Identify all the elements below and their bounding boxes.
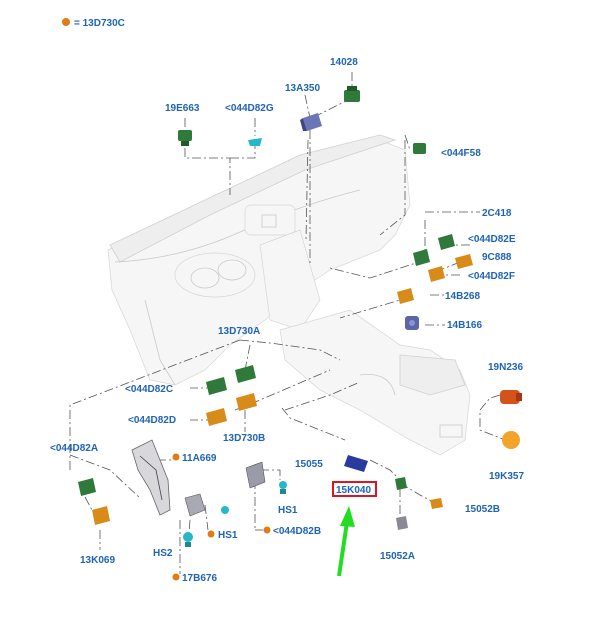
- label-15K040[interactable]: 15K040: [336, 485, 371, 496]
- label-15052A[interactable]: 15052A: [380, 551, 415, 562]
- connector-044D82B-part[interactable]: [245, 461, 266, 489]
- label-13D730B[interactable]: 13D730B: [223, 433, 265, 444]
- connector-14028[interactable]: [344, 86, 360, 102]
- label-044F58[interactable]: <044F58: [441, 148, 481, 159]
- label-13D730A[interactable]: 13D730A: [218, 326, 260, 337]
- legend-text: = 13D730C: [74, 18, 125, 29]
- label-15055[interactable]: 15055: [295, 459, 323, 470]
- arrow-head-icon: [340, 506, 355, 527]
- connector-2C418[interactable]: [413, 249, 430, 266]
- connector-15052A[interactable]: [396, 516, 408, 530]
- label-19K357[interactable]: 19K357: [489, 471, 524, 482]
- dashboard-illustration: [107, 134, 471, 456]
- bracket-11A669[interactable]: [131, 439, 171, 516]
- label-14028[interactable]: 14028: [330, 57, 358, 68]
- connector-HS1-right[interactable]: [279, 481, 287, 494]
- connector-9C888[interactable]: [455, 254, 473, 269]
- highlight-box-15K040: [332, 481, 377, 497]
- label-2C418[interactable]: 2C418: [482, 208, 512, 219]
- connector-044D82E[interactable]: [438, 234, 455, 250]
- connector-15055[interactable]: [344, 455, 368, 472]
- connector-13A350[interactable]: [300, 113, 322, 131]
- label-044D82E[interactable]: <044D82E: [468, 234, 516, 245]
- connector-044D82G[interactable]: [248, 138, 262, 146]
- label-044D82G[interactable]: <044D82G: [225, 103, 274, 114]
- connector-044F58[interactable]: [413, 143, 426, 154]
- label-11A669[interactable]: 11A669: [182, 453, 217, 464]
- part-labels: 14028 13A350 19E663 <044D82G <044F58 2C4…: [50, 57, 524, 584]
- label-044D82A[interactable]: <044D82A: [50, 443, 98, 454]
- label-14B166[interactable]: 14B166: [447, 320, 482, 331]
- connector-19E663[interactable]: [178, 130, 192, 146]
- connector-14B268[interactable]: [397, 288, 414, 304]
- orange-dot-icon: [172, 573, 180, 581]
- arrow-shaft: [337, 521, 349, 577]
- orange-dot-icon: [172, 453, 180, 461]
- label-13K069[interactable]: 13K069: [80, 555, 115, 566]
- legend: = 13D730C: [62, 18, 125, 29]
- connector-HS1-lower[interactable]: [221, 506, 229, 514]
- connector-14B166[interactable]: [405, 316, 419, 330]
- label-HS1-lower[interactable]: HS1: [218, 530, 238, 541]
- label-044D82D[interactable]: <044D82D: [128, 415, 176, 426]
- label-044D82F[interactable]: <044D82F: [468, 271, 515, 282]
- orange-dot-icon: [263, 526, 271, 534]
- switch-17B676[interactable]: [184, 493, 206, 517]
- connector-15K040[interactable]: [395, 477, 407, 490]
- connector-15052B[interactable]: [430, 498, 443, 509]
- connector-19N236[interactable]: [500, 390, 522, 404]
- orange-dot-icon: [207, 530, 215, 538]
- connector-13D730A[interactable]: [235, 365, 256, 383]
- label-HS1-right[interactable]: HS1: [278, 505, 298, 516]
- label-044D82C[interactable]: <044D82C: [125, 384, 173, 395]
- label-9C888[interactable]: 9C888: [482, 252, 512, 263]
- connector-044D82A[interactable]: [78, 478, 96, 496]
- legend-dot-icon: [62, 18, 70, 26]
- label-15052B[interactable]: 15052B: [465, 504, 500, 515]
- label-14B268[interactable]: 14B268: [445, 291, 480, 302]
- connector-044D82F[interactable]: [428, 266, 445, 282]
- connector-13K069[interactable]: [92, 506, 110, 525]
- label-HS2[interactable]: HS2: [153, 548, 173, 559]
- label-044D82B[interactable]: <044D82B: [273, 526, 321, 537]
- connector-13D730B[interactable]: [236, 393, 257, 411]
- label-13A350[interactable]: 13A350: [285, 83, 320, 94]
- connector-HS2[interactable]: [183, 532, 193, 547]
- connector-044D82D[interactable]: [206, 408, 227, 426]
- label-19N236[interactable]: 19N236: [488, 362, 523, 373]
- label-19E663[interactable]: 19E663: [165, 103, 200, 114]
- pointer-arrow: [337, 506, 355, 577]
- connector-parts: [78, 86, 522, 547]
- connector-19K357[interactable]: [502, 431, 520, 449]
- connector-044D82C[interactable]: [206, 377, 227, 395]
- label-17B676[interactable]: 17B676: [182, 573, 217, 584]
